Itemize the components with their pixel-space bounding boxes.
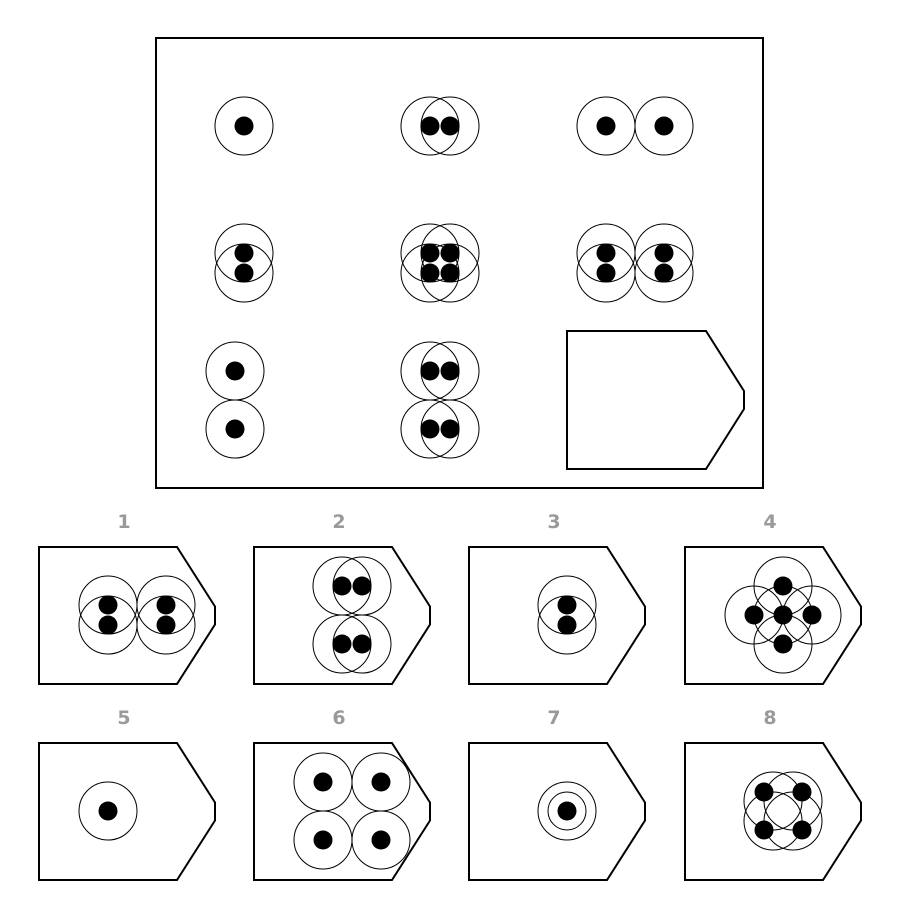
option-tile-2[interactable] bbox=[253, 546, 431, 685]
matrix-r1c1-dot-0-0 bbox=[234, 116, 254, 136]
option-2-dot-0-0 bbox=[332, 576, 352, 596]
option-6-ring-3 bbox=[351, 810, 411, 870]
option-6[interactable]: 6 bbox=[253, 707, 431, 881]
option-label-2: 2 bbox=[332, 511, 345, 533]
matrix-cell-r3c3[interactable] bbox=[566, 330, 745, 470]
matrix-r3c2-dot-2-0 bbox=[420, 419, 440, 439]
option-4-dot-1-0 bbox=[744, 605, 764, 625]
option-7-ring-0 bbox=[537, 781, 597, 841]
matrix-r2c1-dot-1-0 bbox=[234, 263, 254, 283]
matrix-cell-r2c3 bbox=[576, 223, 694, 303]
matrix-r2c3-dot-2-0 bbox=[596, 263, 616, 283]
option-2-dot-3-0 bbox=[352, 634, 372, 654]
option-tile-7[interactable] bbox=[468, 742, 646, 881]
option-2-dot-2-0 bbox=[332, 634, 352, 654]
option-2[interactable]: 2 bbox=[253, 511, 431, 685]
matrix-r3c1-ring-1 bbox=[205, 399, 265, 459]
option-4-dot-4-0 bbox=[773, 634, 793, 654]
matrix-r2c2-dot-0-0 bbox=[420, 243, 440, 263]
option-5[interactable]: 5 bbox=[38, 707, 216, 881]
option-4-dot-0-0 bbox=[773, 576, 793, 596]
matrix-r3c1-dot-1-0 bbox=[225, 419, 245, 439]
option-4-dot-3-0 bbox=[802, 605, 822, 625]
option-5-dot-0-0 bbox=[98, 801, 118, 821]
option-8[interactable]: 8 bbox=[684, 707, 862, 881]
matrix-r3c2-dot-1-0 bbox=[440, 361, 460, 381]
option-tile-4[interactable] bbox=[684, 546, 862, 685]
matrix-cell-r2c2 bbox=[400, 223, 480, 303]
matrix-frame bbox=[155, 37, 764, 489]
option-8-ring-0 bbox=[743, 771, 803, 831]
matrix-r2c2-dot-1-0 bbox=[440, 243, 460, 263]
matrix-r3c2-dot-3-0 bbox=[440, 419, 460, 439]
matrix-r1c2-dot-0-0 bbox=[420, 116, 440, 136]
option-8-dot-2-0 bbox=[754, 820, 774, 840]
matrix-cell-r1c3 bbox=[576, 96, 694, 156]
option-8-dot-1-0 bbox=[792, 782, 812, 802]
matrix-cell-r1c1 bbox=[214, 96, 274, 156]
option-1-dot-0-0 bbox=[98, 595, 118, 615]
matrix-r3c1-dot-0-0 bbox=[225, 361, 245, 381]
option-7-dot-0-0 bbox=[557, 801, 577, 821]
option-tile-6[interactable] bbox=[253, 742, 431, 881]
matrix-r1c1-ring-0 bbox=[214, 96, 274, 156]
matrix-r2c3-dot-3-0 bbox=[654, 263, 674, 283]
option-label-3: 3 bbox=[547, 511, 560, 533]
option-6-dot-1-0 bbox=[371, 772, 391, 792]
option-7-inner-ring-0 bbox=[547, 791, 587, 831]
option-8-ring-1 bbox=[763, 771, 823, 831]
option-3-dot-0-0 bbox=[557, 595, 577, 615]
option-1-dot-3-0 bbox=[156, 615, 176, 635]
option-8-dot-3-0 bbox=[792, 820, 812, 840]
option-1[interactable]: 1 bbox=[38, 511, 216, 685]
option-6-dot-0-0 bbox=[313, 772, 333, 792]
option-label-5: 5 bbox=[117, 707, 130, 729]
answer-options: 1 2 3 4 5 6 7 8 bbox=[38, 511, 862, 881]
option-label-8: 8 bbox=[763, 707, 776, 729]
matrix-r3c2-dot-0-0 bbox=[420, 361, 440, 381]
option-label-4: 4 bbox=[763, 511, 776, 533]
matrix-cell-r3c2 bbox=[400, 341, 480, 459]
option-5-ring-0 bbox=[78, 781, 138, 841]
option-tile-8[interactable] bbox=[684, 742, 862, 881]
option-7[interactable]: 7 bbox=[468, 707, 646, 881]
option-6-dot-3-0 bbox=[371, 830, 391, 850]
matrix-grid bbox=[205, 96, 745, 470]
option-label-6: 6 bbox=[332, 707, 345, 729]
matrix-r2c1-dot-0-0 bbox=[234, 243, 254, 263]
matrix-r2c2-dot-3-0 bbox=[440, 263, 460, 283]
matrix-cell-r1c2 bbox=[400, 96, 480, 156]
option-1-dot-2-0 bbox=[98, 615, 118, 635]
option-tile-5[interactable] bbox=[38, 742, 216, 881]
option-4-dot-2-0 bbox=[773, 605, 793, 625]
option-3-dot-1-0 bbox=[557, 615, 577, 635]
matrix-cell-r2c1 bbox=[214, 223, 274, 303]
option-1-dot-1-0 bbox=[156, 595, 176, 615]
option-3[interactable]: 3 bbox=[468, 511, 646, 685]
option-8-dot-0-0 bbox=[754, 782, 774, 802]
option-2-dot-1-0 bbox=[352, 576, 372, 596]
matrix-r1c3-dot-1-0 bbox=[654, 116, 674, 136]
option-8-ring-3 bbox=[763, 791, 823, 851]
option-6-dot-2-0 bbox=[313, 830, 333, 850]
option-8-ring-2 bbox=[743, 791, 803, 851]
matrix-cell-r3c1 bbox=[205, 341, 265, 459]
matrix-r1c3-ring-1 bbox=[634, 96, 694, 156]
matrix-r2c2-dot-2-0 bbox=[420, 263, 440, 283]
matrix-r1c3-dot-0-0 bbox=[596, 116, 616, 136]
option-label-7: 7 bbox=[547, 707, 560, 729]
matrix-r2c3-dot-0-0 bbox=[596, 243, 616, 263]
matrix-r2c3-dot-1-0 bbox=[654, 243, 674, 263]
option-tile-3[interactable] bbox=[468, 546, 646, 685]
option-tile-1[interactable] bbox=[38, 546, 216, 685]
option-label-1: 1 bbox=[117, 511, 130, 533]
missing-answer-slot[interactable] bbox=[566, 330, 745, 470]
matrix-r1c2-dot-1-0 bbox=[440, 116, 460, 136]
option-4[interactable]: 4 bbox=[684, 511, 862, 685]
